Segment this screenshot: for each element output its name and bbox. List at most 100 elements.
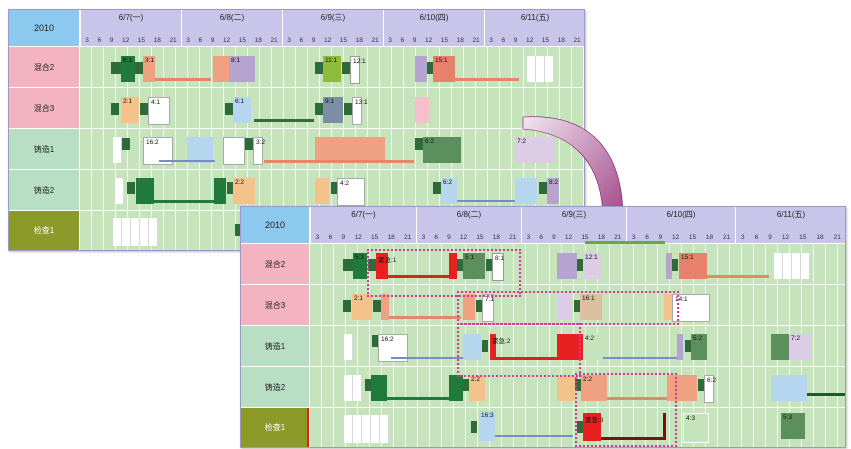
task-block[interactable]: 2:1 (121, 97, 139, 123)
task-block[interactable] (457, 259, 463, 271)
task-block[interactable] (574, 300, 580, 312)
task-block[interactable] (577, 259, 583, 271)
task-block[interactable] (577, 421, 583, 433)
task-block[interactable]: 7:1 (482, 294, 494, 322)
task-block[interactable] (463, 294, 475, 320)
task-block[interactable]: 15:1 (433, 56, 455, 82)
task-block[interactable] (486, 259, 492, 271)
task-block[interactable] (449, 253, 457, 279)
task-block[interactable] (365, 379, 371, 391)
task-block[interactable] (235, 224, 243, 236)
task-block[interactable] (771, 375, 807, 401)
task-block[interactable] (476, 300, 482, 312)
task-block[interactable] (227, 182, 233, 194)
task-block[interactable] (667, 375, 697, 401)
task-block[interactable] (557, 294, 571, 320)
task-block[interactable]: 16:3 (479, 411, 495, 441)
task-block[interactable] (415, 97, 429, 123)
task-block[interactable] (122, 138, 130, 150)
task-block[interactable] (771, 334, 789, 360)
task-block[interactable]: 2:1 (352, 294, 372, 320)
task-block[interactable]: 4:2 (337, 178, 365, 206)
task-block[interactable] (539, 182, 547, 194)
resource-label-mix3[interactable]: 混合3 (241, 285, 309, 326)
task-block[interactable] (315, 103, 323, 115)
task-block[interactable] (433, 182, 441, 194)
task-block[interactable] (127, 182, 135, 194)
resource-label-cast1[interactable]: 铸造1 (9, 129, 79, 170)
task-block[interactable] (371, 375, 387, 401)
task-block[interactable]: 7:2 (789, 334, 811, 360)
task-block[interactable]: 3:1 (143, 56, 155, 82)
task-block[interactable] (331, 182, 337, 194)
task-block[interactable] (664, 294, 672, 320)
task-block[interactable] (368, 259, 376, 271)
task-block[interactable]: 15:1 (679, 253, 707, 279)
task-block[interactable] (415, 138, 423, 150)
task-block[interactable] (214, 178, 226, 204)
task-block[interactable] (343, 259, 353, 271)
resource-label-inspect1[interactable]: 检查1 (9, 211, 79, 250)
task-block[interactable]: 5:2 (691, 334, 707, 360)
task-block[interactable] (482, 340, 488, 352)
task-block[interactable] (666, 253, 672, 279)
resource-label-mix3[interactable]: 混合3 (9, 88, 79, 129)
task-block[interactable] (381, 294, 389, 320)
task-block[interactable] (372, 335, 378, 347)
task-block[interactable] (557, 375, 575, 401)
task-block[interactable] (245, 138, 253, 150)
task-block[interactable] (111, 103, 119, 115)
task-block[interactable] (315, 137, 385, 163)
task-block[interactable]: 4:1 (148, 97, 170, 125)
task-block[interactable] (415, 56, 427, 82)
task-block[interactable]: 4:3 (683, 413, 709, 443)
task-block[interactable] (223, 137, 245, 165)
task-block[interactable]: 8:2 (547, 178, 559, 204)
task-block[interactable]: 2:2 (581, 375, 607, 401)
resource-label-cast2[interactable]: 铸造2 (9, 170, 79, 211)
task-block[interactable]: 紧急:2 (490, 334, 510, 360)
task-block[interactable] (557, 253, 577, 279)
task-block[interactable]: 5:3 (781, 413, 805, 439)
task-block[interactable]: 6:1 (233, 97, 251, 123)
task-block[interactable]: 2:2 (469, 375, 485, 401)
task-block[interactable]: 6:2 (441, 178, 457, 204)
task-block[interactable] (373, 300, 381, 312)
resource-label-cast2[interactable]: 铸造2 (241, 367, 309, 408)
task-block[interactable] (698, 379, 704, 391)
resource-label-inspect1[interactable]: 检查1 (241, 408, 309, 447)
task-block[interactable] (136, 178, 154, 204)
task-block[interactable] (140, 103, 148, 115)
resource-label-mix2[interactable]: 混合2 (241, 244, 309, 285)
task-block[interactable]: 9:1 (323, 97, 343, 123)
task-block[interactable] (677, 334, 683, 360)
task-block[interactable] (344, 103, 352, 115)
task-block[interactable] (557, 334, 583, 360)
task-block[interactable]: 紧急:3 (583, 413, 603, 441)
task-block[interactable] (449, 375, 463, 401)
task-block[interactable] (575, 379, 581, 391)
task-block[interactable]: 6:1 (121, 56, 135, 82)
task-block[interactable]: 12:1 (350, 56, 366, 84)
task-block[interactable]: 12:1 (583, 253, 601, 279)
task-block[interactable]: 11:1 (323, 56, 341, 82)
task-block[interactable]: 6:2 (704, 375, 716, 403)
task-block[interactable]: 16:1 (580, 294, 602, 320)
task-block[interactable]: 2:2 (233, 178, 255, 204)
task-block[interactable]: 8:1 (229, 56, 255, 82)
task-block[interactable] (342, 62, 350, 74)
task-block[interactable]: 5:1 (353, 253, 367, 279)
task-block[interactable] (463, 379, 469, 391)
task-block[interactable] (213, 56, 229, 82)
task-block[interactable] (225, 103, 233, 115)
task-block[interactable]: 7:2 (515, 137, 555, 163)
resource-label-mix2[interactable]: 混合2 (9, 47, 79, 88)
